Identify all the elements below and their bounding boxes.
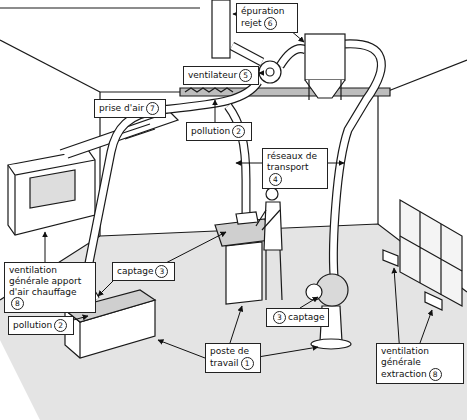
room-part — [400, 212, 462, 295]
room-part — [377, 95, 378, 224]
room-part — [378, 60, 467, 95]
grinder-part — [306, 284, 322, 300]
label-box: épuration rejet6 — [236, 3, 298, 33]
leader-lines — [45, 14, 432, 358]
leader-lines-part — [45, 232, 46, 262]
callout-number: 5 — [239, 69, 252, 82]
label-text: ventilateur — [188, 70, 237, 80]
duct-network-part-part — [232, 46, 262, 62]
callout-number: 3 — [155, 265, 168, 278]
leader-lines-part — [158, 340, 205, 358]
label-text: pollution — [13, 320, 52, 330]
label-text: réseaux de transport — [267, 151, 317, 172]
workstation-part — [256, 210, 280, 230]
leader-lines-part — [259, 73, 262, 74]
room-part — [0, 224, 467, 420]
label-box: pollution2 — [186, 122, 252, 141]
duct-network-part-part — [280, 49, 306, 66]
room — [0, 8, 467, 420]
callout-number: 8 — [429, 368, 442, 381]
tank-part — [79, 322, 80, 358]
duct-network-part-part — [280, 49, 306, 66]
stack-filter-fan-part — [309, 80, 341, 100]
room-part — [180, 88, 390, 96]
air-supply-unit-part — [8, 160, 95, 235]
room-part — [400, 200, 462, 306]
label-text: captage — [117, 266, 153, 276]
air-supply-unit — [8, 112, 178, 235]
label-box: captage3 — [112, 262, 175, 281]
air-supply-unit-part — [30, 170, 75, 208]
leader-lines-part — [252, 347, 318, 358]
label-box: 3captage — [266, 308, 329, 327]
stack-filter-fan — [212, 0, 345, 100]
leader-lines-part — [160, 232, 226, 266]
callout-number: 2 — [232, 125, 245, 138]
room-part — [185, 88, 233, 92]
extraction-grilles-part — [425, 292, 442, 310]
label-box: ventilation générale extraction8 — [376, 343, 464, 384]
leader-lines-part — [215, 100, 216, 122]
workstation-part — [264, 202, 282, 250]
callout-number: 2 — [54, 319, 67, 332]
label-box: réseaux de transport4 — [262, 148, 328, 189]
callout-number: 7 — [146, 102, 159, 115]
workstation-part — [266, 188, 278, 200]
leader-lines-part — [420, 310, 432, 343]
leader-lines-part — [394, 268, 400, 355]
callout-number: 1 — [241, 357, 254, 370]
label-box: prise d'air7 — [94, 99, 166, 118]
workstation-part — [266, 250, 282, 300]
callout-number: 4 — [269, 173, 282, 186]
label-box: pollution2 — [8, 316, 74, 335]
workstation-part — [226, 242, 262, 304]
callout-number: 3 — [273, 311, 286, 324]
room-part — [0, 7, 200, 8]
duct-network-part-part — [232, 46, 262, 62]
leader-lines-part — [236, 163, 264, 164]
leader-lines-part — [300, 297, 318, 308]
label-box: ventilateur5 — [183, 66, 259, 85]
extraction-grilles — [383, 250, 442, 310]
callout-number: 6 — [264, 17, 277, 30]
callout-number: 8 — [11, 297, 24, 310]
label-text: ventilation générale apport d'air chauff… — [9, 265, 81, 297]
stack-filter-fan-part — [266, 68, 274, 76]
label-text: pollution — [191, 126, 230, 136]
stack-filter-fan-part — [305, 80, 345, 98]
stack-filter-fan-part — [259, 61, 281, 83]
label-box: poste de travail1 — [205, 343, 261, 373]
workstation-part — [236, 212, 258, 224]
workstation — [215, 188, 282, 304]
label-text: captage — [288, 312, 324, 322]
label-text: ventilation générale extraction — [381, 346, 429, 379]
room-part — [0, 40, 100, 92]
stack-filter-fan-part — [305, 34, 345, 80]
label-text: prise d'air — [99, 103, 144, 113]
label-box: ventilation générale apport d'air chauff… — [4, 262, 96, 313]
extraction-grilles-part — [383, 250, 398, 266]
label-text: épuration rejet — [241, 6, 284, 28]
room-part — [100, 91, 180, 92]
air-supply-unit-part — [8, 150, 95, 235]
stack-filter-fan-part — [212, 0, 230, 58]
leader-lines-part — [230, 306, 242, 343]
